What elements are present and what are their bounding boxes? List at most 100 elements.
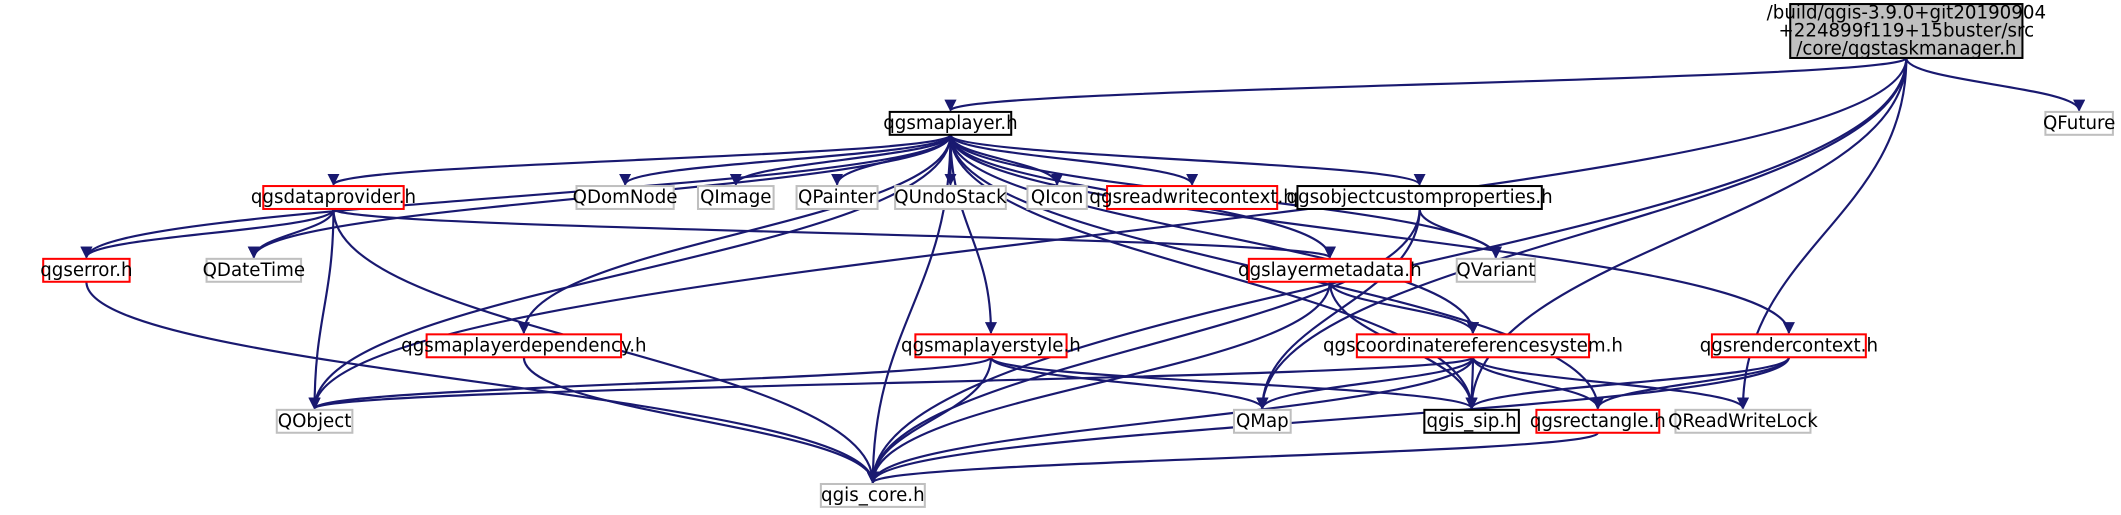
node-qvariant: QVariant [1455,257,1537,283]
node-label-qgsmaplayer: qgsmaplayer.h [883,113,1017,134]
node-label-root: /build/qgis-3.9.0+git20190904 [1767,2,2046,23]
edge-qgsmaplayerstyle-to-qgis_sip [989,356,1478,410]
node-qgsmaplayerdependency[interactable]: qgsmaplayerdependency.h [401,333,647,359]
edge-qgsmaplayer-to-qgsreadwritecontext [949,134,1199,186]
edge-qgscoordinatereferencesystem-to-qobject [309,356,1475,410]
edge-qgsmaplayer-to-qgsdataprovider [327,133,952,186]
edge-qgsdataprovider-to-qgserror [80,208,335,259]
edge-root-to-qgsmaplayer [944,56,1908,112]
node-label-qreadwritelock: QReadWriteLock [1668,411,1818,432]
node-qundostack: QUndoStack [894,185,1007,210]
edge-qgsrectangle-to-qgis_core [867,431,1599,484]
node-box-qgsdataprovider [262,185,405,210]
node-box-qgis_core [819,482,926,508]
node-qgserror[interactable]: qgserror.h [40,257,133,283]
edge-qgslayermetadata-to-qgis_core [866,281,1331,484]
node-box-qdatetime [205,257,303,283]
edge-qgsmaplayer-to-qgsmaplayerdependency [517,134,952,335]
node-qgsrendercontext[interactable]: qgsrendercontext.h [1700,333,1878,359]
node-label-qpainter: QPainter [798,187,877,208]
node-label-qmap: QMap [1236,411,1289,432]
node-qgsmaplayer[interactable]: qgsmaplayer.h [883,110,1018,136]
edge-qgsrendercontext-to-qgsrectangle [1591,356,1790,410]
edge-qgsmaplayer-to-qgserror [80,134,952,259]
node-box-qgslayermetadata [1247,257,1412,283]
edge-qgscoordinatereferencesystem-to-qgsrectangle [1471,356,1604,410]
node-label-qgsdataprovider: qgsdataprovider.h [251,187,416,208]
edge-qgslayermetadata-to-qgscoordinatereferencesystem [1328,281,1479,335]
node-label-qgslayermetadata: qgslayermetadata.h [1238,260,1422,281]
edge-qgscoordinatereferencesystem-to-qgis_core [866,357,1475,484]
edges-layer [80,56,2086,484]
node-qgsobjectcustomproperties[interactable]: qgsobjectcustomproperties.h [1287,185,1553,210]
node-label-qgsrendercontext: qgsrendercontext.h [1700,335,1878,356]
node-box-qgsreadwritecontext [1106,185,1279,210]
node-box-qreadwritelock [1674,408,1812,434]
node-qgsmaplayerstyle[interactable]: qgsmaplayerstyle.h [901,333,1081,359]
node-qdatetime: QDateTime [203,257,305,283]
node-box-qpainter [795,185,879,210]
node-qgis_sip[interactable]: qgis_sip.h [1423,408,1520,434]
nodes-layer: /build/qgis-3.9.0+git20190904+224899f119… [40,2,2115,508]
node-label-qgsreadwritecontext: qgsreadwritecontext.h [1089,187,1294,208]
node-box-qgsmaplayerstyle [914,333,1068,359]
node-label-qgis_core: qgis_core.h [821,485,925,506]
edge-qgsmaplayer-to-qobject [308,134,952,410]
node-label-qgsmaplayerstyle: qgsmaplayerstyle.h [901,335,1081,356]
node-root[interactable]: /build/qgis-3.9.0+git20190904+224899f119… [1767,2,2046,59]
node-qgslayermetadata[interactable]: qgslayermetadata.h [1238,257,1422,283]
node-label-qgscoordinatereferencesystem: qgscoordinatereferencesystem.h [1323,335,1623,356]
node-box-qgsrendercontext [1710,333,1867,359]
node-qgsreadwritecontext[interactable]: qgsreadwritecontext.h [1089,185,1295,210]
node-label-qundostack: QUndoStack [894,187,1007,208]
node-qicon: QIcon [1026,185,1088,210]
edge-qgsmaplayer-to-qgis_sip [949,134,1478,410]
node-qfuture: QFuture [2043,110,2115,136]
node-label-root: +224899f119+15buster/src [1779,21,2035,42]
node-qdomnode: QDomNode [573,185,677,210]
node-qobject: QObject [275,408,354,434]
node-qreadwritelock: QReadWriteLock [1668,408,1818,434]
edge-qgsrendercontext-to-qgis_sip [1465,356,1790,410]
node-qgsdataprovider[interactable]: qgsdataprovider.h [251,185,416,210]
node-label-qgsmaplayerdependency: qgsmaplayerdependency.h [401,335,646,356]
edge-qgsobjectcustomproperties-to-qgis_core [866,208,1421,484]
node-label-qicon: QIcon [1031,187,1083,208]
node-label-qvariant: QVariant [1456,260,1535,281]
node-label-qfuture: QFuture [2043,113,2115,134]
node-box-root [1789,3,2024,59]
node-box-qgsrectangle [1535,408,1661,434]
edge-qgscoordinatereferencesystem-to-qgis_sip [1465,357,1478,410]
node-box-qgsobjectcustomproperties [1296,185,1543,210]
node-box-qdomnode [575,185,675,210]
edge-qgserror-to-qgis_core [85,281,879,484]
edge-qgsmaplayerdependency-to-qgis_core [522,357,879,484]
node-qmap: QMap [1232,408,1292,434]
edge-qgsrendercontext-to-qgis_core [866,356,1790,484]
edge-qgsmaplayerstyle-to-qgis_core [866,357,993,484]
edge-qgsmaplayer-to-qgscoordinatereferencesystem [949,134,1479,335]
edge-qgsmaplayer-to-qdomnode [619,134,952,186]
node-qimage: QImage [696,185,775,210]
node-box-qmap [1232,408,1292,434]
node-box-qfuture [2044,110,2114,136]
edge-qgsmaplayer-to-qgsmaplayerstyle [949,134,998,335]
edge-qgsmaplayerstyle-to-qobject [308,356,993,410]
node-box-qicon [1026,185,1088,210]
node-box-qgis_sip [1423,408,1520,434]
node-label-qdatetime: QDateTime [203,260,305,281]
node-box-qgsmaplayer [888,110,1013,136]
edge-qgsdataprovider-to-qgslayermetadata [332,207,1336,259]
edge-qgsdataprovider-to-qobject [308,208,335,410]
node-qgsrectangle[interactable]: qgsrectangle.h [1530,408,1666,434]
node-box-qvariant [1455,257,1537,283]
node-box-qgserror [42,257,131,283]
node-qgscoordinatereferencesystem[interactable]: qgscoordinatereferencesystem.h [1323,333,1623,359]
edge-qgsobjectcustomproperties-to-qvariant [1418,208,1502,259]
edge-qgsdataprovider-to-qdatetime [247,208,335,259]
node-label-root: /core/qgstaskmanager.h [1796,39,2016,60]
node-label-qobject: QObject [278,411,352,432]
node-label-qgis_sip: qgis_sip.h [1426,411,1516,432]
edge-qgsmaplayerstyle-to-qmap [989,356,1269,410]
